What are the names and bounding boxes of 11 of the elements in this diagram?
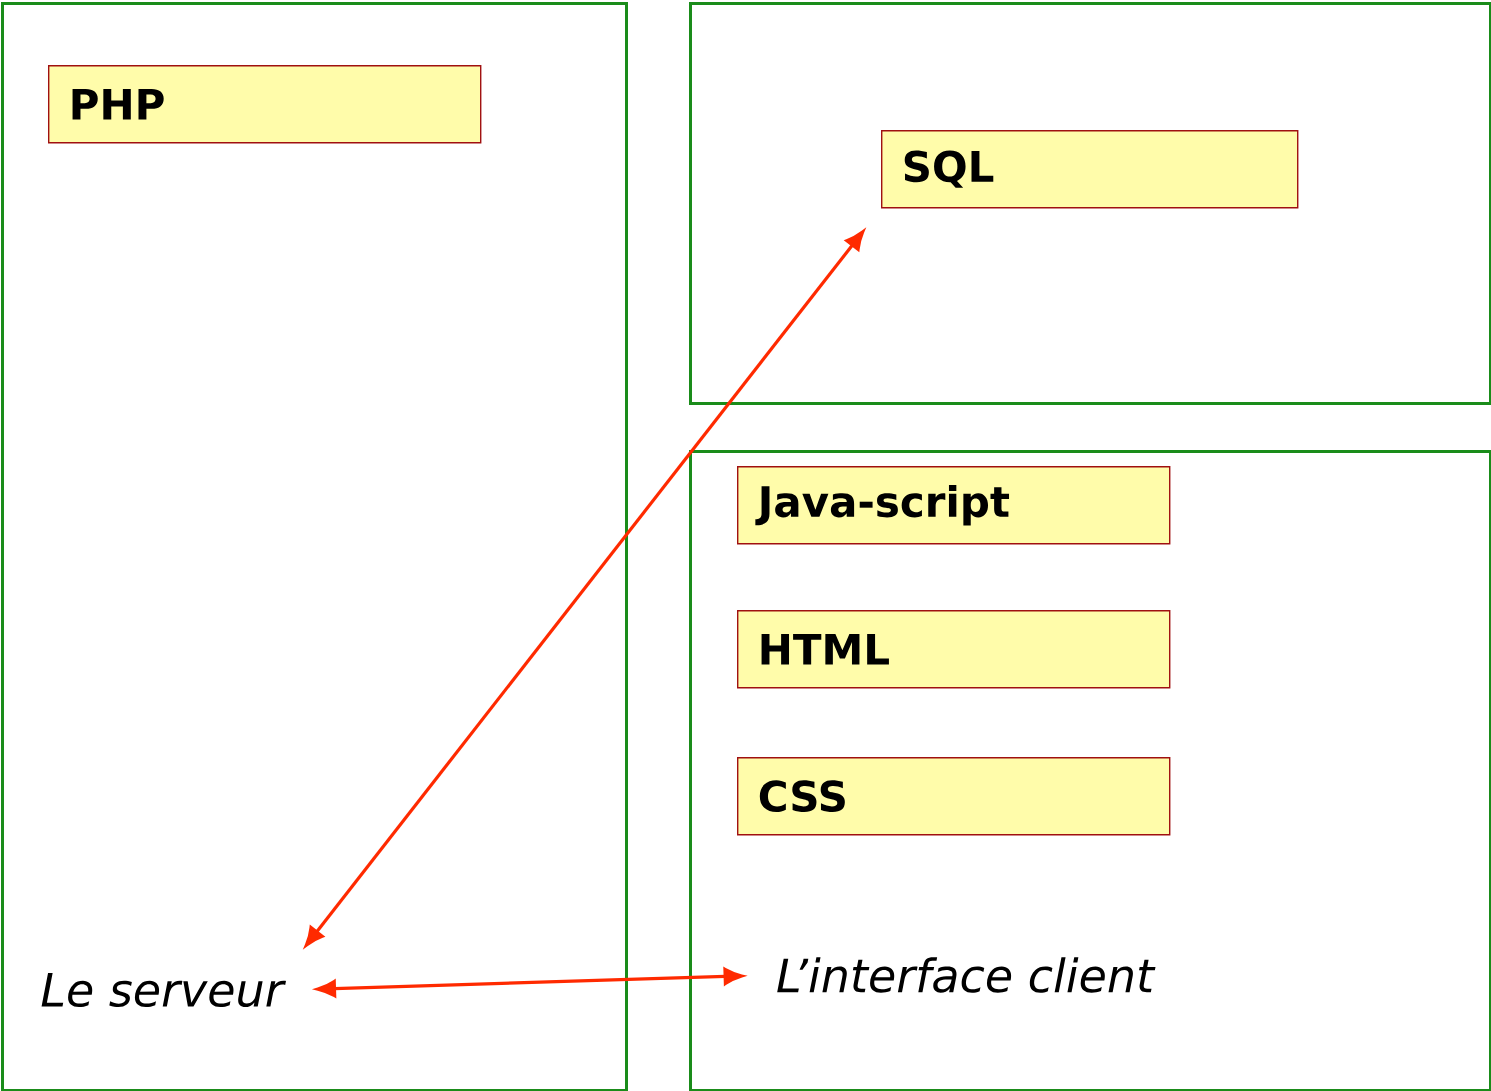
panel-frame xyxy=(689,450,1491,1091)
language-box: PHP xyxy=(48,65,482,144)
language-box: HTML xyxy=(737,610,1171,689)
italic-label: L’interface client xyxy=(777,957,1156,993)
language-box: CSS xyxy=(737,757,1171,836)
panel-frame xyxy=(1,2,628,1091)
language-box: Java-script xyxy=(737,466,1171,545)
italic-label: Le serveur xyxy=(41,972,286,1008)
double-arrow xyxy=(304,230,865,947)
language-box: SQL xyxy=(881,130,1299,209)
panel-frame xyxy=(689,2,1491,405)
